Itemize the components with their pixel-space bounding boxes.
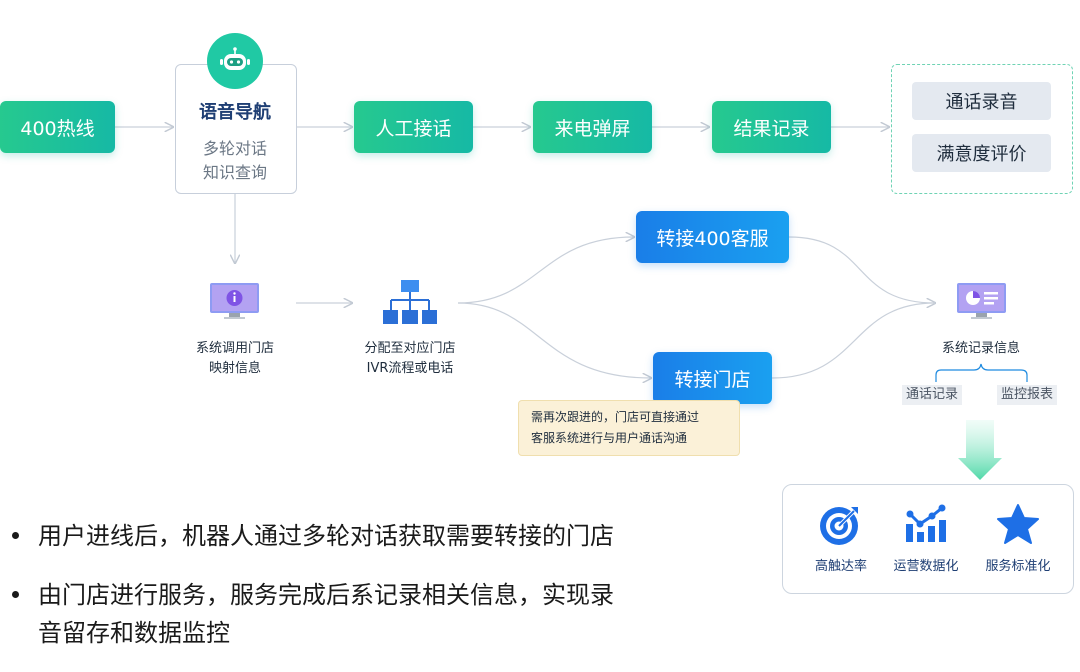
bullet-text-2: 由门店进行服务，服务完成后系记录相关信息，实现录 [38, 581, 614, 609]
dispatch-label-1: 分配至对应门店 [364, 341, 456, 356]
call-recording-label: 通话录音 [945, 92, 1018, 113]
curve-dispatch-store [457, 302, 651, 378]
bullet-dot [12, 591, 19, 598]
call-popup-button[interactable]: 来电弹屏 [533, 101, 652, 153]
lookup-label-2: 映射信息 [208, 361, 261, 376]
target-icon [818, 503, 862, 551]
call-recording-chip[interactable]: 通话录音 [912, 82, 1051, 120]
call-log-tag: 通话记录 [902, 385, 963, 405]
transfer-400-label: 转接400客服 [656, 227, 769, 250]
voice-navigation-title: 语音导航 [199, 102, 271, 123]
note-line-2: 客服系统进行与用户通话沟通 [531, 431, 688, 445]
data-ops-label: 运营数据化 [893, 559, 959, 574]
data-chart-icon [904, 504, 948, 548]
result-record-button[interactable]: 结果记录 [712, 101, 831, 153]
satisfaction-chip[interactable]: 满意度评价 [912, 134, 1051, 172]
robot-icon [207, 33, 263, 89]
curve-store-system [771, 302, 936, 379]
brace [935, 363, 1028, 382]
hotline-label: 400热线 [20, 117, 95, 140]
curve-dispatch-400 [457, 237, 634, 304]
org-tree-icon [382, 280, 438, 330]
transfer-store-button[interactable]: 转接门店 [653, 352, 772, 404]
monitor-info-icon [210, 283, 260, 325]
dispatch-label-2: IVR流程或电话 [366, 361, 454, 376]
call-popup-label: 来电弹屏 [554, 117, 631, 140]
bullet-text-1: 用户进线后，机器人通过多轮对话获取需要转接的门店 [38, 522, 614, 550]
reach-rate-label: 高触达率 [814, 559, 867, 574]
system-record-label: 系统记录信息 [941, 341, 1020, 356]
satisfaction-label: 满意度评价 [936, 144, 1027, 165]
transfer-store-label: 转接门店 [674, 368, 751, 391]
bullet-text-3: 音留存和数据监控 [38, 619, 230, 647]
follow-up-note: 需再次跟进的，门店可直接通过 客服系统进行与用户通话沟通 [518, 400, 740, 456]
down-arrow [958, 420, 1002, 480]
lookup-label-1: 系统调用门店 [195, 341, 274, 356]
curve-400-system [788, 236, 935, 303]
bullet-dot [12, 532, 19, 539]
standard-service-label: 服务标准化 [985, 559, 1051, 574]
transfer-400-button[interactable]: 转接400客服 [636, 211, 789, 263]
star-icon [996, 503, 1040, 549]
hotline-button[interactable]: 400热线 [0, 101, 115, 153]
knowledge-query-text: 知识查询 [202, 163, 267, 182]
monitor-chart-icon [957, 283, 1007, 325]
manual-answer-label: 人工接话 [375, 117, 452, 140]
note-line-1: 需再次跟进的，门店可直接通过 [531, 410, 700, 424]
output-box [891, 64, 1073, 194]
manual-answer-button[interactable]: 人工接话 [354, 101, 473, 153]
result-record-label: 结果记录 [733, 117, 810, 140]
multi-turn-dialog-text: 多轮对话 [202, 139, 267, 158]
monitor-report-tag: 监控报表 [997, 385, 1058, 405]
